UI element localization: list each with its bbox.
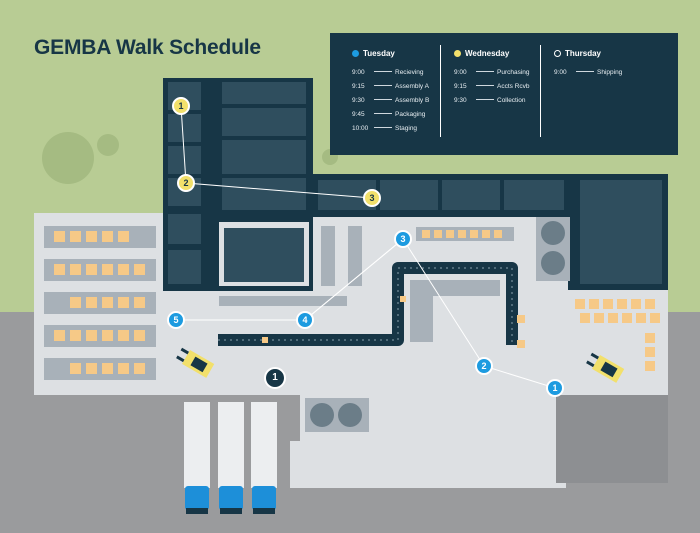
dock-side bbox=[556, 395, 668, 483]
bench bbox=[219, 296, 347, 306]
tuesday-dot-icon bbox=[352, 50, 359, 57]
forklift bbox=[176, 347, 215, 378]
page-title: GEMBA Walk Schedule bbox=[34, 36, 261, 59]
forklift bbox=[586, 352, 625, 383]
day-label: Tuesday bbox=[363, 49, 395, 58]
tree bbox=[97, 134, 119, 156]
thursday-dot-icon bbox=[554, 50, 561, 57]
day-label: Wednesday bbox=[465, 49, 510, 58]
tuesday-stop-2: 2 bbox=[475, 357, 493, 375]
wednesday-stop-3: 3 bbox=[363, 189, 381, 207]
tuesday-stop-3: 3 bbox=[394, 230, 412, 248]
schedule-day-header: Wednesday bbox=[454, 49, 509, 58]
schedule-day-header: Thursday bbox=[554, 49, 601, 58]
truck bbox=[184, 402, 210, 514]
tuesday-stop-4: 4 bbox=[296, 311, 314, 329]
schedule-day-header: Tuesday bbox=[352, 49, 395, 58]
wednesday-stop-1: 1 bbox=[172, 97, 190, 115]
crates bbox=[54, 231, 145, 374]
thursday-stop-1: 1 bbox=[264, 367, 286, 389]
truck bbox=[251, 402, 277, 514]
conveyor bbox=[218, 262, 518, 346]
machine bbox=[348, 226, 362, 286]
divider bbox=[440, 45, 441, 137]
wednesday-stop-2: 2 bbox=[177, 174, 195, 192]
crates-right bbox=[517, 299, 660, 371]
tree bbox=[42, 132, 94, 184]
tuesday-stop-1: 1 bbox=[546, 379, 564, 397]
tuesday-stop-5: 5 bbox=[167, 311, 185, 329]
divider bbox=[540, 45, 541, 137]
day-label: Thursday bbox=[565, 49, 602, 58]
machine bbox=[321, 226, 335, 286]
truck bbox=[218, 402, 244, 514]
dock-floor bbox=[290, 441, 566, 488]
wednesday-dot-icon bbox=[454, 50, 461, 57]
